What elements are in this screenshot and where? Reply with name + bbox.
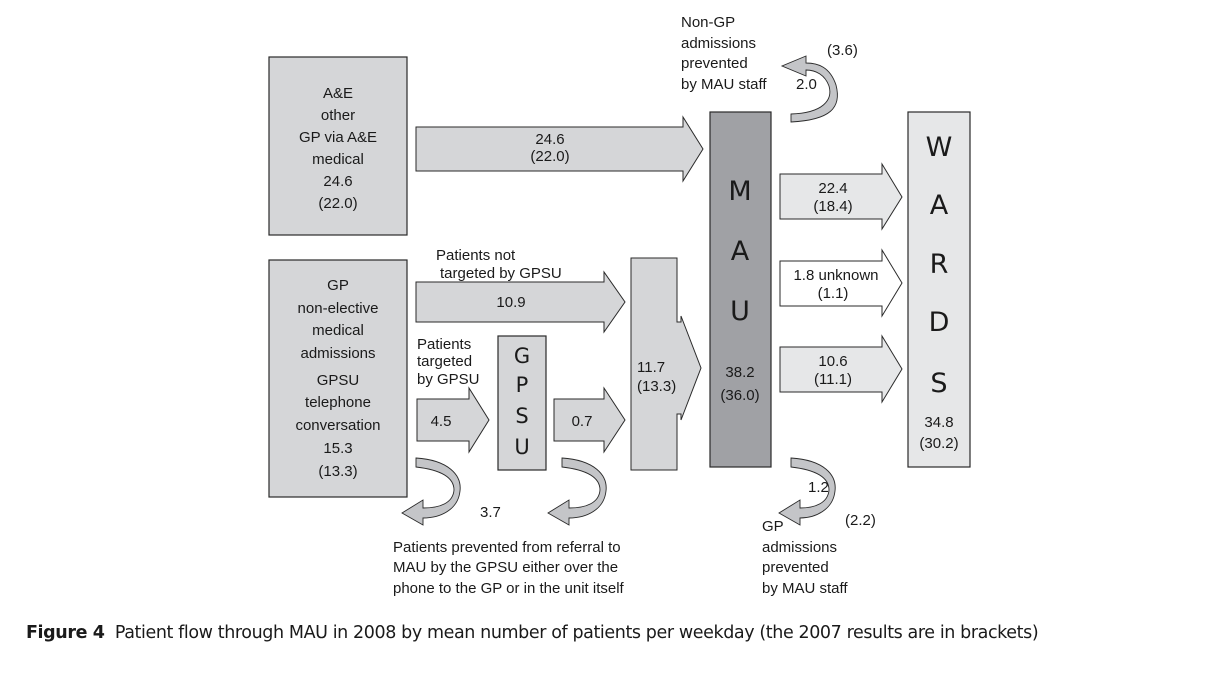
merge-value-2007: (13.3) xyxy=(637,378,676,395)
gp-line: admissions xyxy=(300,345,375,362)
gp-line: GP xyxy=(327,277,349,294)
ae-line: GP via A&E xyxy=(299,129,377,146)
patient-flow-diagram: A&E other GP via A&E medical 24.6 (22.0)… xyxy=(268,14,971,597)
ae-line: A&E xyxy=(323,85,353,102)
gpsu-prevented-caption: MAU by the GPSU either over the xyxy=(393,559,618,576)
curved-arrow-icon xyxy=(547,457,607,526)
gp-prevented-caption: prevented xyxy=(762,559,829,576)
mau-letter: U xyxy=(730,296,750,327)
gp-line: telephone xyxy=(305,394,371,411)
non-gp-value: 2.0 xyxy=(796,76,817,93)
gpsu-box: G P S U xyxy=(497,335,547,471)
mau-box: M A U 38.2 (36.0) xyxy=(709,111,772,468)
arrow-value-2007: (18.4) xyxy=(813,198,852,215)
mau-letter: A xyxy=(731,236,750,267)
wards-letter: R xyxy=(930,249,949,280)
gp-line: medical xyxy=(312,322,364,339)
figure-caption-text: Patient flow through MAU in 2008 by mean… xyxy=(114,623,1039,643)
gp-line: non-elective xyxy=(298,300,379,317)
gp-line: conversation xyxy=(295,417,380,434)
gp-line: GPSU xyxy=(317,372,360,389)
gp-prevented-caption: GP xyxy=(762,518,784,535)
non-gp-value-2007: (3.6) xyxy=(827,42,858,59)
gpsu-prevented: 3.7 Patients prevented from referral to … xyxy=(393,457,625,597)
curved-arrow-icon xyxy=(780,55,838,123)
gp-prevented: 1.2 (2.2) GP admissions prevented by MAU… xyxy=(762,457,876,597)
gpsu-letter: P xyxy=(516,373,529,397)
mau-to-wards-arrow-1: 22.4 (18.4) xyxy=(779,162,903,231)
gpsu-out-arrow: 0.7 xyxy=(553,386,626,454)
gpsu-letter: G xyxy=(514,344,530,368)
not-targeted-caption: Patients not xyxy=(436,247,516,264)
ae-source-box: A&E other GP via A&E medical 24.6 (22.0) xyxy=(268,56,408,236)
non-gp-prevented: Non-GP admissions prevented by MAU staff… xyxy=(681,14,858,123)
figure-label: Figure 4 xyxy=(26,623,105,643)
non-gp-caption: by MAU staff xyxy=(681,76,767,93)
wards-value: 34.8 xyxy=(924,414,953,431)
not-targeted-arrow: Patients not targeted by GPSU 10.9 xyxy=(415,247,626,334)
figure-caption: Figure 4 Patient flow through MAU in 200… xyxy=(26,622,1216,645)
gpsu-prevented-caption: phone to the GP or in the unit itself xyxy=(393,580,625,597)
mau-to-wards-arrow-3: 10.6 (11.1) xyxy=(779,334,903,404)
wards-letter: S xyxy=(930,368,947,399)
gp-value-2007: (13.3) xyxy=(318,463,357,480)
gpsu-letter: S xyxy=(515,404,528,428)
targeted-caption: Patients xyxy=(417,336,471,353)
arrow-value-2007: (22.0) xyxy=(530,148,569,165)
wards-value-2007: (30.2) xyxy=(919,435,958,452)
wards-box: W A R D S 34.8 (30.2) xyxy=(907,111,971,468)
mau-value: 38.2 xyxy=(725,364,754,381)
not-targeted-caption: targeted by GPSU xyxy=(440,265,562,282)
ae-value: 24.6 xyxy=(323,173,352,190)
gp-prevented-value: 1.2 xyxy=(808,479,829,496)
mau-letter: M xyxy=(728,176,751,207)
non-gp-caption: prevented xyxy=(681,55,748,72)
gp-prevented-caption: admissions xyxy=(762,539,837,556)
ae-value-2007: (22.0) xyxy=(318,195,357,212)
gpsu-prevented-value: 3.7 xyxy=(480,504,501,521)
ae-line: other xyxy=(321,107,355,124)
targeted-arrow: Patients targeted by GPSU 4.5 xyxy=(416,336,490,454)
gp-source-prevented xyxy=(401,457,461,526)
gp-prevented-value-2007: (2.2) xyxy=(845,512,876,529)
curved-arrow-icon xyxy=(401,457,461,526)
gpsu-letter: U xyxy=(514,435,529,459)
targeted-caption: targeted xyxy=(417,353,472,370)
arrow-value-2007: (11.1) xyxy=(814,371,852,388)
ae-line: medical xyxy=(312,151,364,168)
ae-to-mau-arrow: 24.6 (22.0) xyxy=(415,115,704,183)
wards-letter: W xyxy=(926,132,953,163)
arrow-value: 10.9 xyxy=(496,294,525,311)
arrow-value: 24.6 xyxy=(535,131,564,148)
arrow-value: 1.8 unknown xyxy=(793,267,878,284)
gp-source-box: GP non-elective medical admissions GPSU … xyxy=(268,259,408,498)
non-gp-caption: Non-GP xyxy=(681,14,735,31)
gp-prevented-caption: by MAU staff xyxy=(762,580,848,597)
targeted-caption: by GPSU xyxy=(417,371,480,388)
arrow-value: 10.6 xyxy=(818,353,847,370)
arrow-value: 22.4 xyxy=(818,180,847,197)
mau-to-wards-arrow-2: 1.8 unknown (1.1) xyxy=(779,248,903,318)
gp-value: 15.3 xyxy=(323,440,352,457)
arrow-value: 4.5 xyxy=(431,413,452,430)
wards-letter: D xyxy=(929,307,950,338)
non-gp-caption: admissions xyxy=(681,35,756,52)
wards-letter: A xyxy=(930,190,949,221)
merge-value: 11.7 xyxy=(637,359,665,376)
arrow-value: 0.7 xyxy=(572,413,593,430)
gpsu-prevented-caption: Patients prevented from referral to xyxy=(393,539,621,556)
curved-arrow-icon xyxy=(778,457,836,526)
mau-value-2007: (36.0) xyxy=(720,387,759,404)
arrow-value-2007: (1.1) xyxy=(818,285,849,302)
merge-to-mau-arrow: 11.7 (13.3) xyxy=(630,257,702,471)
